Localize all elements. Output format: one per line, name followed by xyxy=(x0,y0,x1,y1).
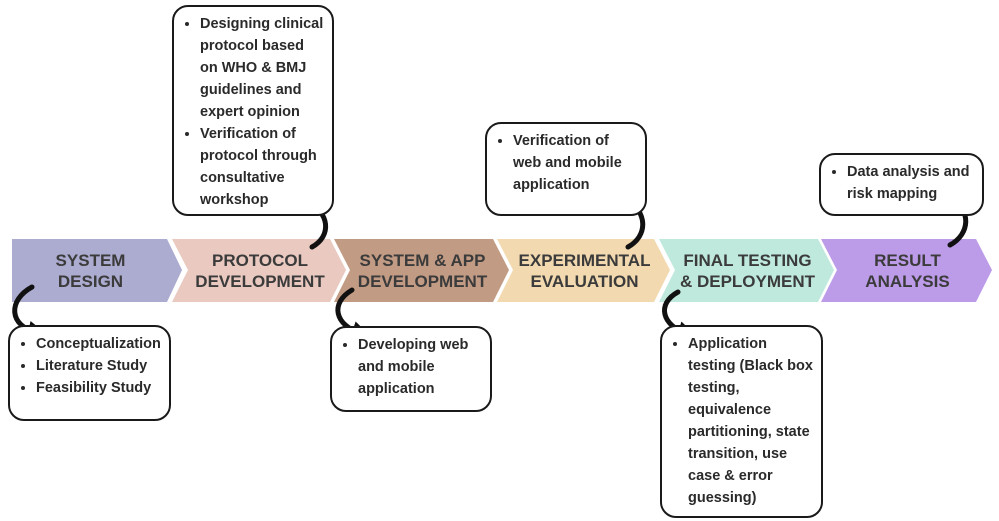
bullet-item: Conceptualization xyxy=(36,333,161,355)
chevron-result-analysis xyxy=(821,239,992,302)
chevron-experimental-evaluation xyxy=(497,239,670,302)
bullet-list: Data analysis and risk mapping xyxy=(825,161,974,205)
bullet-item: Verification of protocol through consult… xyxy=(200,123,324,211)
bullet-list: ConceptualizationLiterature StudyFeasibi… xyxy=(14,333,161,399)
bullet-item: Application testing (Black box testing, … xyxy=(688,333,813,509)
bullet-item: Feasibility Study xyxy=(36,377,161,399)
callout-box-system-design: ConceptualizationLiterature StudyFeasibi… xyxy=(8,325,171,421)
chevron-system-app-development xyxy=(334,239,509,302)
chevron-final-testing-deployment xyxy=(659,239,834,302)
bullet-item: Literature Study xyxy=(36,355,161,377)
bullet-item: Developing web and mobile application xyxy=(358,334,482,400)
bullet-list: Developing web and mobile application xyxy=(336,334,482,400)
bullet-list: Application testing (Black box testing, … xyxy=(666,333,813,509)
chevron-protocol-development xyxy=(172,239,346,302)
callout-box-final-testing-deployment: Application testing (Black box testing, … xyxy=(660,325,823,518)
bullet-list: Designing clinical protocol based on WHO… xyxy=(178,13,324,211)
callout-box-experimental-evaluation: Verification of web and mobile applicati… xyxy=(485,122,647,216)
callout-box-system-app-development: Developing web and mobile application xyxy=(330,326,492,412)
bullet-item: Designing clinical protocol based on WHO… xyxy=(200,13,324,123)
bullet-item: Verification of web and mobile applicati… xyxy=(513,130,637,196)
bullet-list: Verification of web and mobile applicati… xyxy=(491,130,637,196)
chevron-system-design xyxy=(12,239,182,302)
callout-box-protocol-development: Designing clinical protocol based on WHO… xyxy=(172,5,334,216)
stage-chevrons xyxy=(12,239,992,302)
callout-box-result-analysis: Data analysis and risk mapping xyxy=(819,153,984,216)
bullet-item: Data analysis and risk mapping xyxy=(847,161,974,205)
